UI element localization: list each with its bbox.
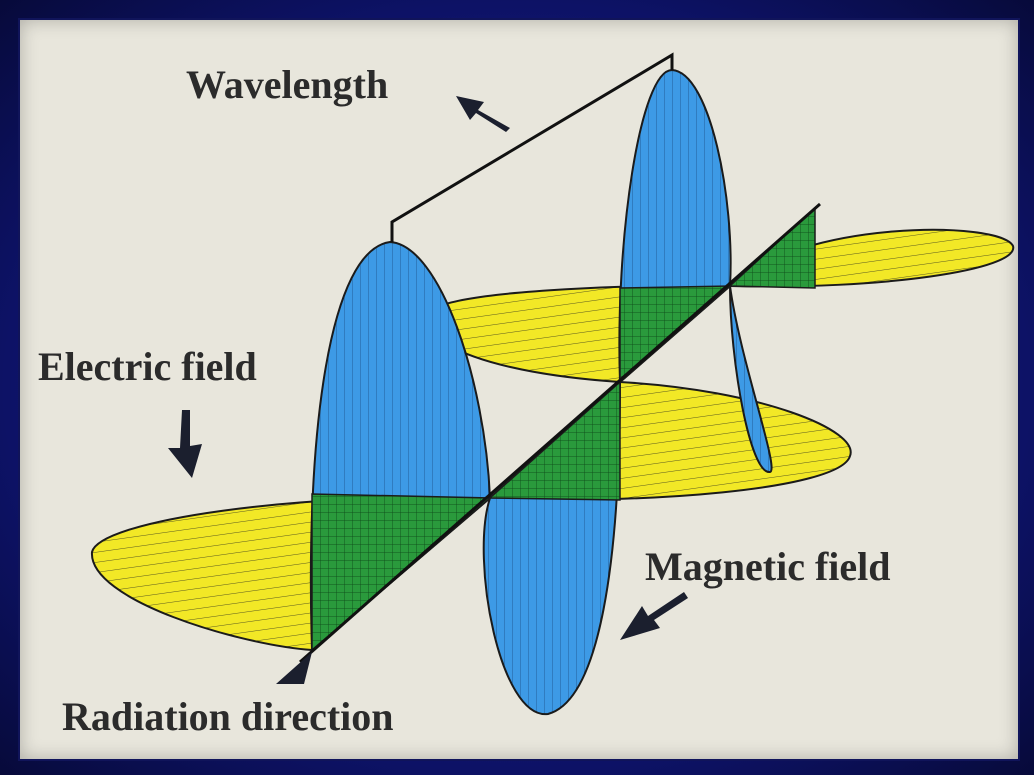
wavelength-label: Wavelength [186, 62, 388, 107]
arrows [168, 96, 688, 684]
electric-field-label: Electric field [38, 344, 257, 389]
magnetic-field-arrow [620, 592, 688, 640]
magnetic-lobe-back-lower [729, 285, 773, 473]
electric-field-arrow [168, 410, 202, 478]
radiation-direction-label: Radiation direction [62, 694, 394, 739]
propagation-axis [299, 202, 821, 664]
wavelength-arrow [456, 96, 510, 132]
magnetic-field-label: Magnetic field [645, 544, 891, 589]
wavelength-bracket [390, 52, 674, 242]
overlap-mid-upper [619, 285, 733, 384]
overlap-mid [488, 380, 621, 501]
radiation-direction-arrow [276, 652, 312, 684]
